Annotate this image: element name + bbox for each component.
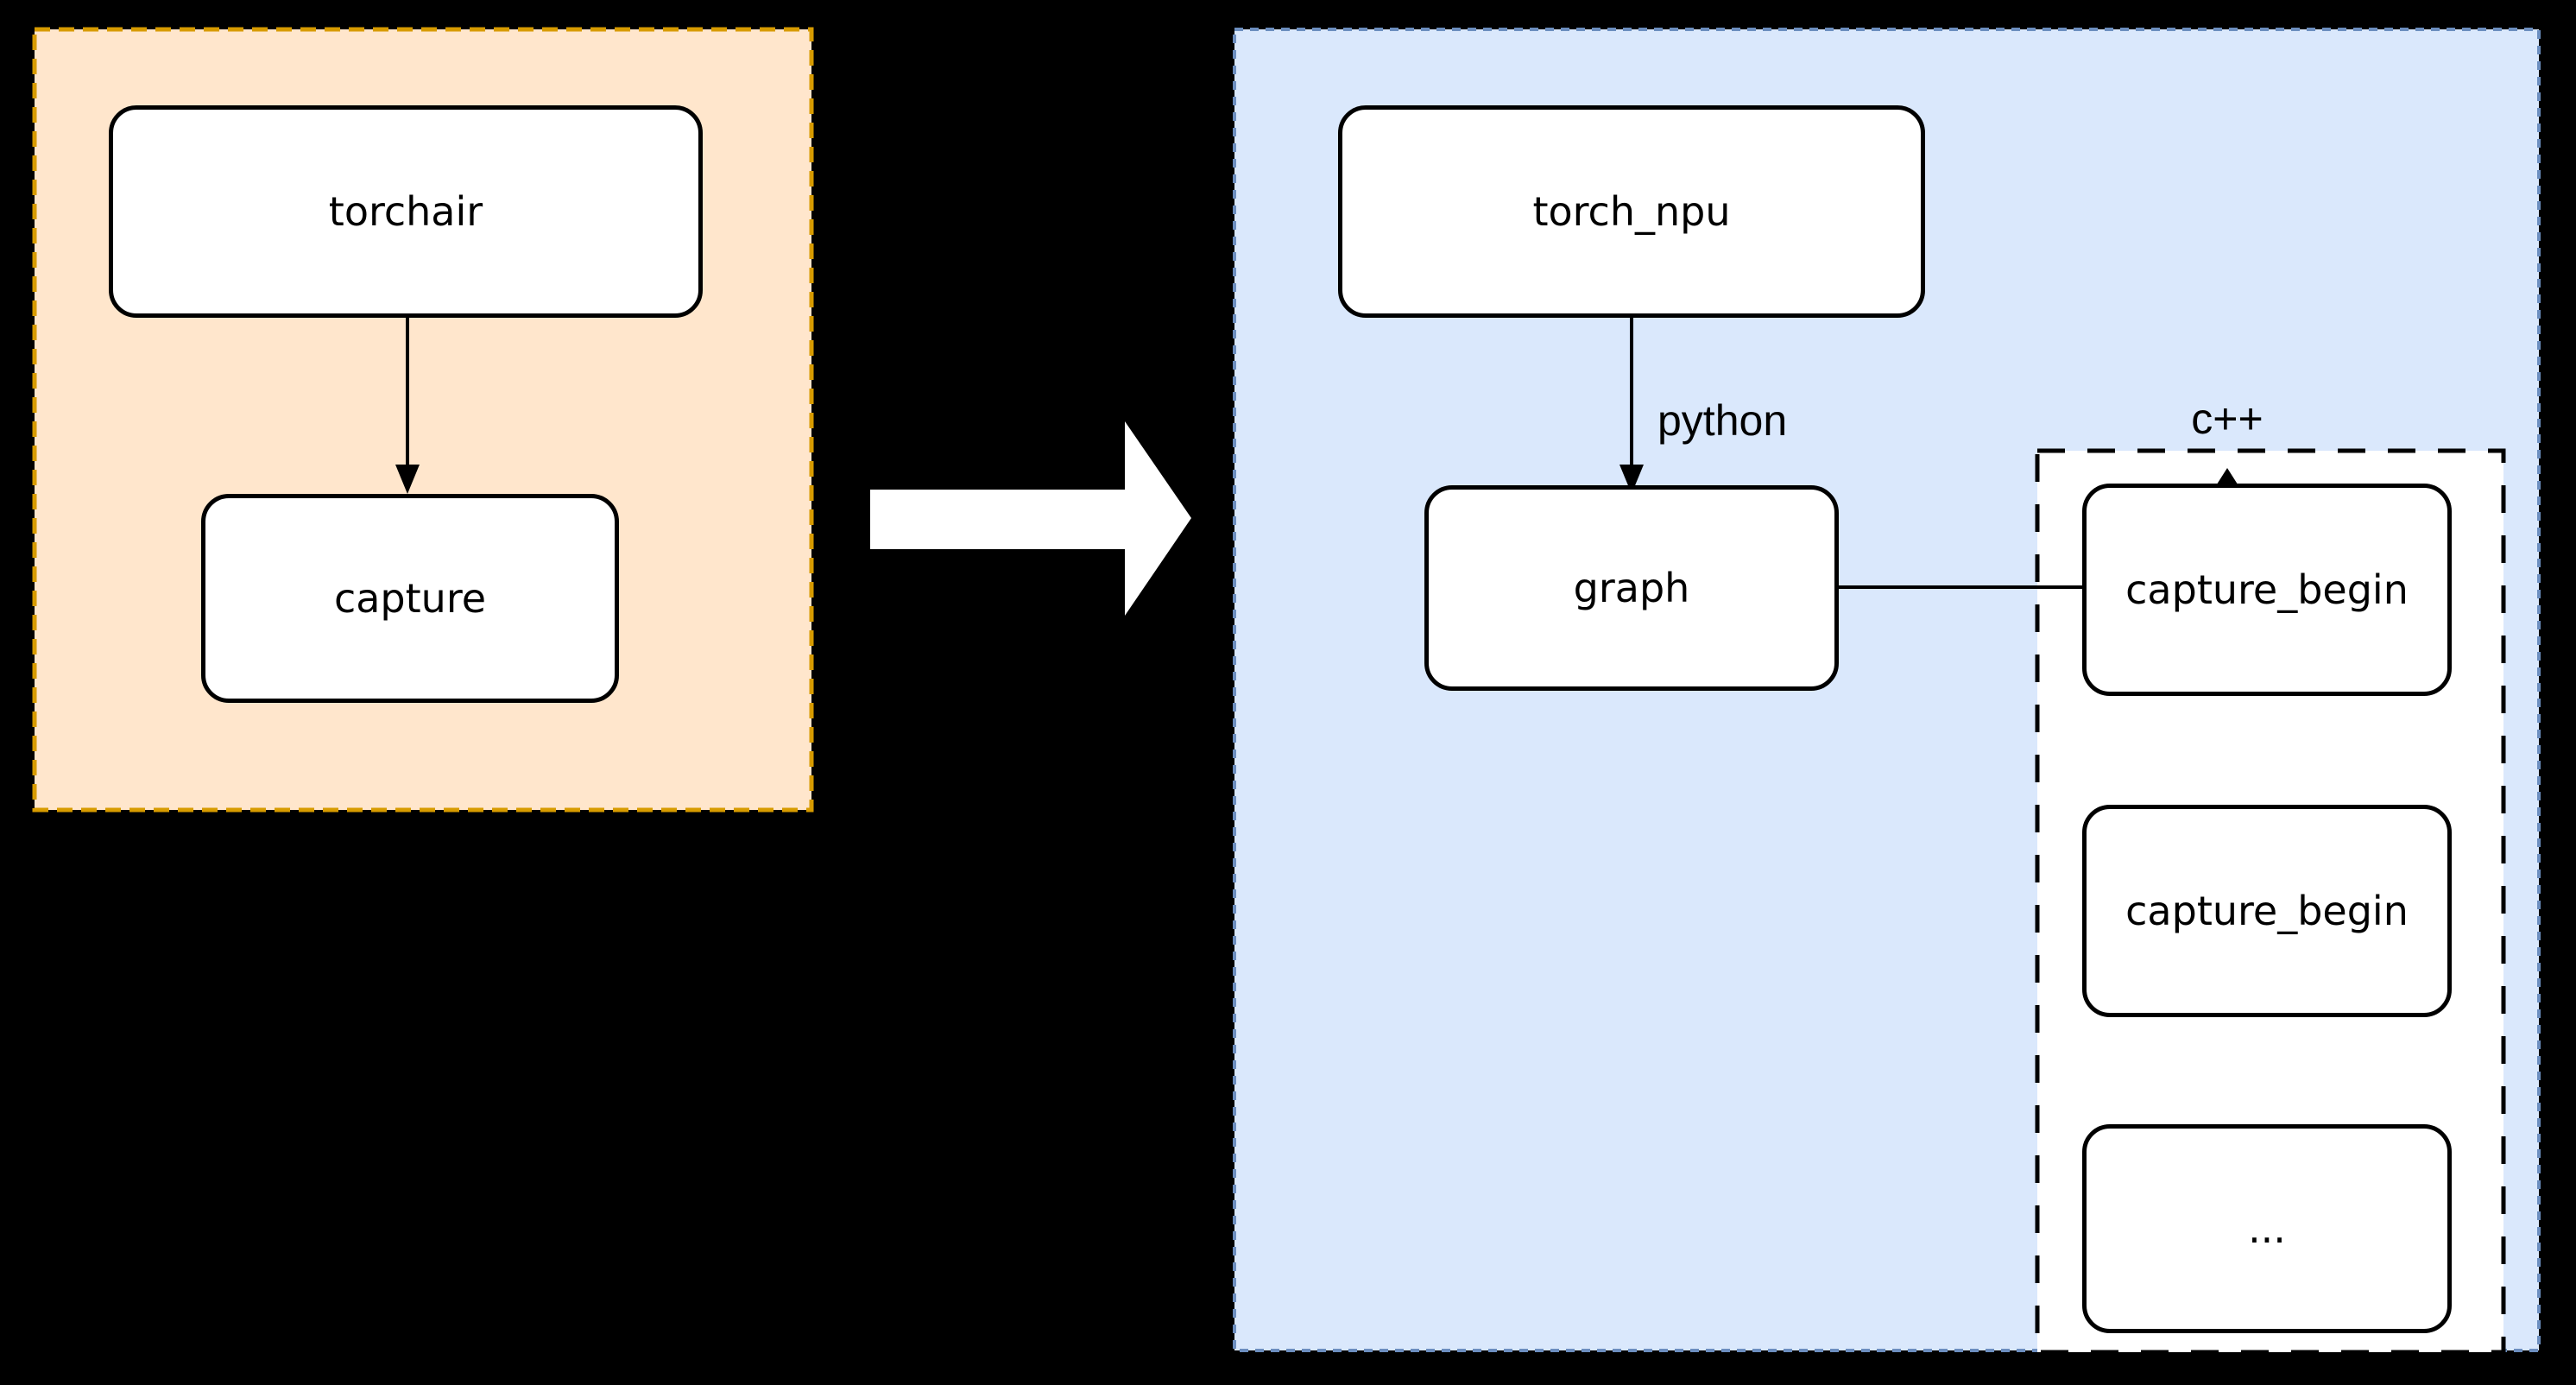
node-label: ... [2248, 1205, 2286, 1252]
node-torchair: torchair [109, 105, 703, 318]
cpp-group-label: c++ [2191, 395, 2263, 443]
node-ellipsis: ... [2082, 1124, 2452, 1333]
node-label: capture_begin [2125, 888, 2409, 934]
node-label: capture [333, 575, 487, 622]
node-capture-begin-2: capture_begin [2082, 805, 2452, 1017]
node-capture: capture [201, 494, 619, 703]
node-graph: graph [1424, 485, 1839, 691]
arrowhead-down-icon [395, 465, 420, 494]
arrowhead-up-icon [2215, 468, 2239, 487]
edge-label-python: python [1657, 396, 1788, 445]
edge-torchair-to-capture [395, 318, 420, 494]
node-capture-begin-1: capture_begin [2082, 484, 2452, 696]
node-label: graph [1573, 565, 1690, 611]
edge-torchnpu-to-graph [1619, 318, 1644, 494]
arrowhead-down-icon [1619, 465, 1644, 494]
node-label: torchair [328, 188, 483, 235]
node-label: torch_npu [1532, 188, 1731, 235]
node-label: capture_begin [2125, 566, 2409, 613]
flow-arrow [870, 421, 1191, 616]
node-torch-npu: torch_npu [1338, 105, 1925, 318]
